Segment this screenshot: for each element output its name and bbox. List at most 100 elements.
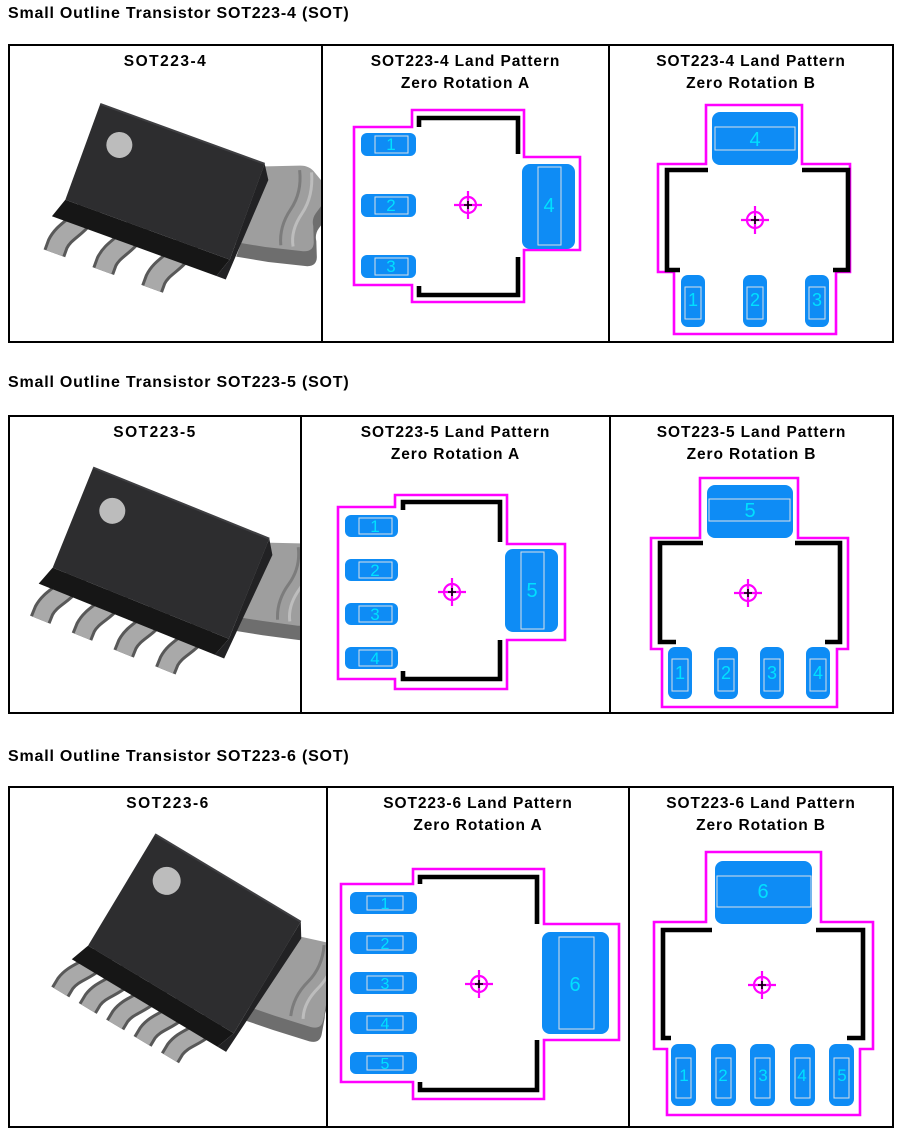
pad-inner-outline	[833, 1057, 850, 1099]
pad	[345, 603, 398, 625]
pad	[671, 1044, 696, 1106]
pin1-dot	[106, 131, 133, 158]
land-pattern-title: SOT223-6 Land Pattern	[666, 795, 856, 812]
pad-inner-outline	[366, 935, 404, 951]
package-body-side	[214, 538, 273, 659]
pad-inner-outline	[358, 649, 393, 667]
bottom-pads: 1 2 3 4	[668, 647, 830, 699]
pad	[681, 275, 705, 327]
pad	[711, 1044, 736, 1106]
pad-inner-outline	[684, 286, 702, 320]
land-pattern-diagram: 6 1 2 3 4 5	[652, 850, 875, 1117]
pad-label: 1	[675, 663, 685, 683]
component-outline-bracket	[417, 874, 540, 924]
pad	[345, 515, 398, 537]
pad-label: 1	[386, 135, 395, 154]
tab-ridge	[291, 172, 314, 247]
land-pattern-title: SOT223-4 Land Pattern	[656, 53, 846, 70]
component-outline-bracket	[816, 927, 866, 1041]
side-pads: 1 2 3 4 5	[350, 892, 417, 1074]
land-pattern-subtitle: Zero Rotation A	[400, 75, 531, 92]
pad	[829, 1044, 854, 1106]
pattern-b-cell: SOT223-6 Land Pattern Zero Rotation B 6 …	[628, 788, 892, 1126]
pad-label: 5	[837, 1066, 846, 1085]
land-pattern-title: SOT223-5 Land Pattern	[656, 424, 847, 441]
land-pattern-diagram: 4 1 2 3	[656, 103, 852, 336]
origin-crosshair-icon	[748, 971, 776, 999]
package-title: SOT223-4	[123, 53, 208, 70]
pad-inner-outline	[754, 1057, 771, 1099]
origin-crosshair-icon	[734, 579, 762, 607]
pin1-dot	[99, 497, 126, 524]
pad-label: 1	[688, 290, 698, 310]
pad-label: 3	[370, 605, 379, 624]
tab-ridge	[289, 944, 326, 1017]
land-pattern-subtitle: Zero Rotation A	[413, 817, 543, 834]
section-heading: Small Outline Transistor SOT223-6 (SOT)	[8, 748, 350, 765]
courtyard-outline	[352, 108, 582, 304]
pad-label: 1	[381, 896, 390, 913]
courtyard-outline	[339, 867, 621, 1101]
body-edge-highlight	[154, 833, 302, 923]
package-table: SOT223-4	[8, 44, 894, 343]
pad	[743, 275, 767, 327]
origin-crosshair-icon	[741, 206, 769, 234]
land-pattern-title: SOT223-4 Land Pattern	[370, 53, 561, 70]
component-outline-bracket	[664, 167, 708, 273]
pad	[345, 647, 398, 669]
origin-crosshair-icon	[438, 578, 466, 606]
component-outline-bracket	[417, 1040, 540, 1093]
pad-label: 2	[370, 561, 379, 580]
courtyard-outline	[336, 493, 567, 691]
pad-label: 5	[744, 500, 755, 522]
package-photo-cell: SOT223-6	[10, 788, 326, 1126]
pad-inner-outline	[558, 936, 595, 1030]
pad	[345, 559, 398, 581]
courtyard-outline	[656, 103, 852, 336]
pad-label: 6	[757, 881, 768, 903]
land-pattern-diagram: 1 2 3 4 5 6	[339, 867, 621, 1101]
package-table: SOT223-5	[8, 415, 894, 714]
component-outline-bracket	[400, 640, 503, 682]
land-pattern-subtitle: Zero Rotation B	[686, 75, 816, 92]
pad-label: 2	[750, 290, 760, 310]
pad-inner-outline	[520, 551, 545, 630]
tab-ridge	[301, 949, 326, 1019]
bottom-pads: 1 2 3 4 5	[671, 1044, 854, 1106]
pad-label: 2	[386, 196, 395, 215]
pad-inner-outline	[374, 196, 409, 215]
pad-label: 4	[381, 1016, 390, 1033]
pad-inner-outline	[794, 1057, 811, 1099]
pad-label: 5	[526, 580, 537, 602]
package-body-side	[216, 163, 269, 280]
courtyard-outline	[652, 850, 875, 1117]
pad-label: 4	[749, 129, 760, 151]
pad-inner-outline	[374, 257, 409, 276]
pad-inner-outline	[715, 1057, 732, 1099]
pad-inner-outline	[717, 658, 735, 692]
pad-label: 6	[569, 974, 580, 996]
origin-crosshair-icon	[465, 970, 493, 998]
pad-label: 4	[543, 195, 554, 217]
tab-pad	[522, 164, 575, 249]
pad-label: 3	[812, 290, 822, 310]
pad-label: 2	[718, 1066, 727, 1085]
pad-inner-outline	[374, 135, 409, 154]
component-outline-bracket	[657, 540, 703, 645]
side-pads: 1 2 3	[361, 133, 416, 278]
side-pads: 1 2 3 4	[345, 515, 398, 669]
package-title: SOT223-6	[126, 795, 210, 812]
package-title: SOT223-5	[113, 424, 197, 441]
land-pattern-title: SOT223-6 Land Pattern	[383, 795, 573, 812]
pad	[668, 647, 692, 699]
package-body-side	[38, 567, 229, 655]
package-photo-cell: SOT223-5	[10, 417, 300, 712]
pad-label: 4	[813, 663, 823, 683]
component-outline-bracket	[416, 257, 521, 298]
tab-pad	[505, 549, 558, 632]
package-photo	[30, 466, 300, 675]
component-outline-bracket	[416, 115, 521, 154]
section-heading: Small Outline Transistor SOT223-5 (SOT)	[8, 374, 350, 391]
land-pattern-subtitle: Zero Rotation A	[390, 446, 521, 463]
